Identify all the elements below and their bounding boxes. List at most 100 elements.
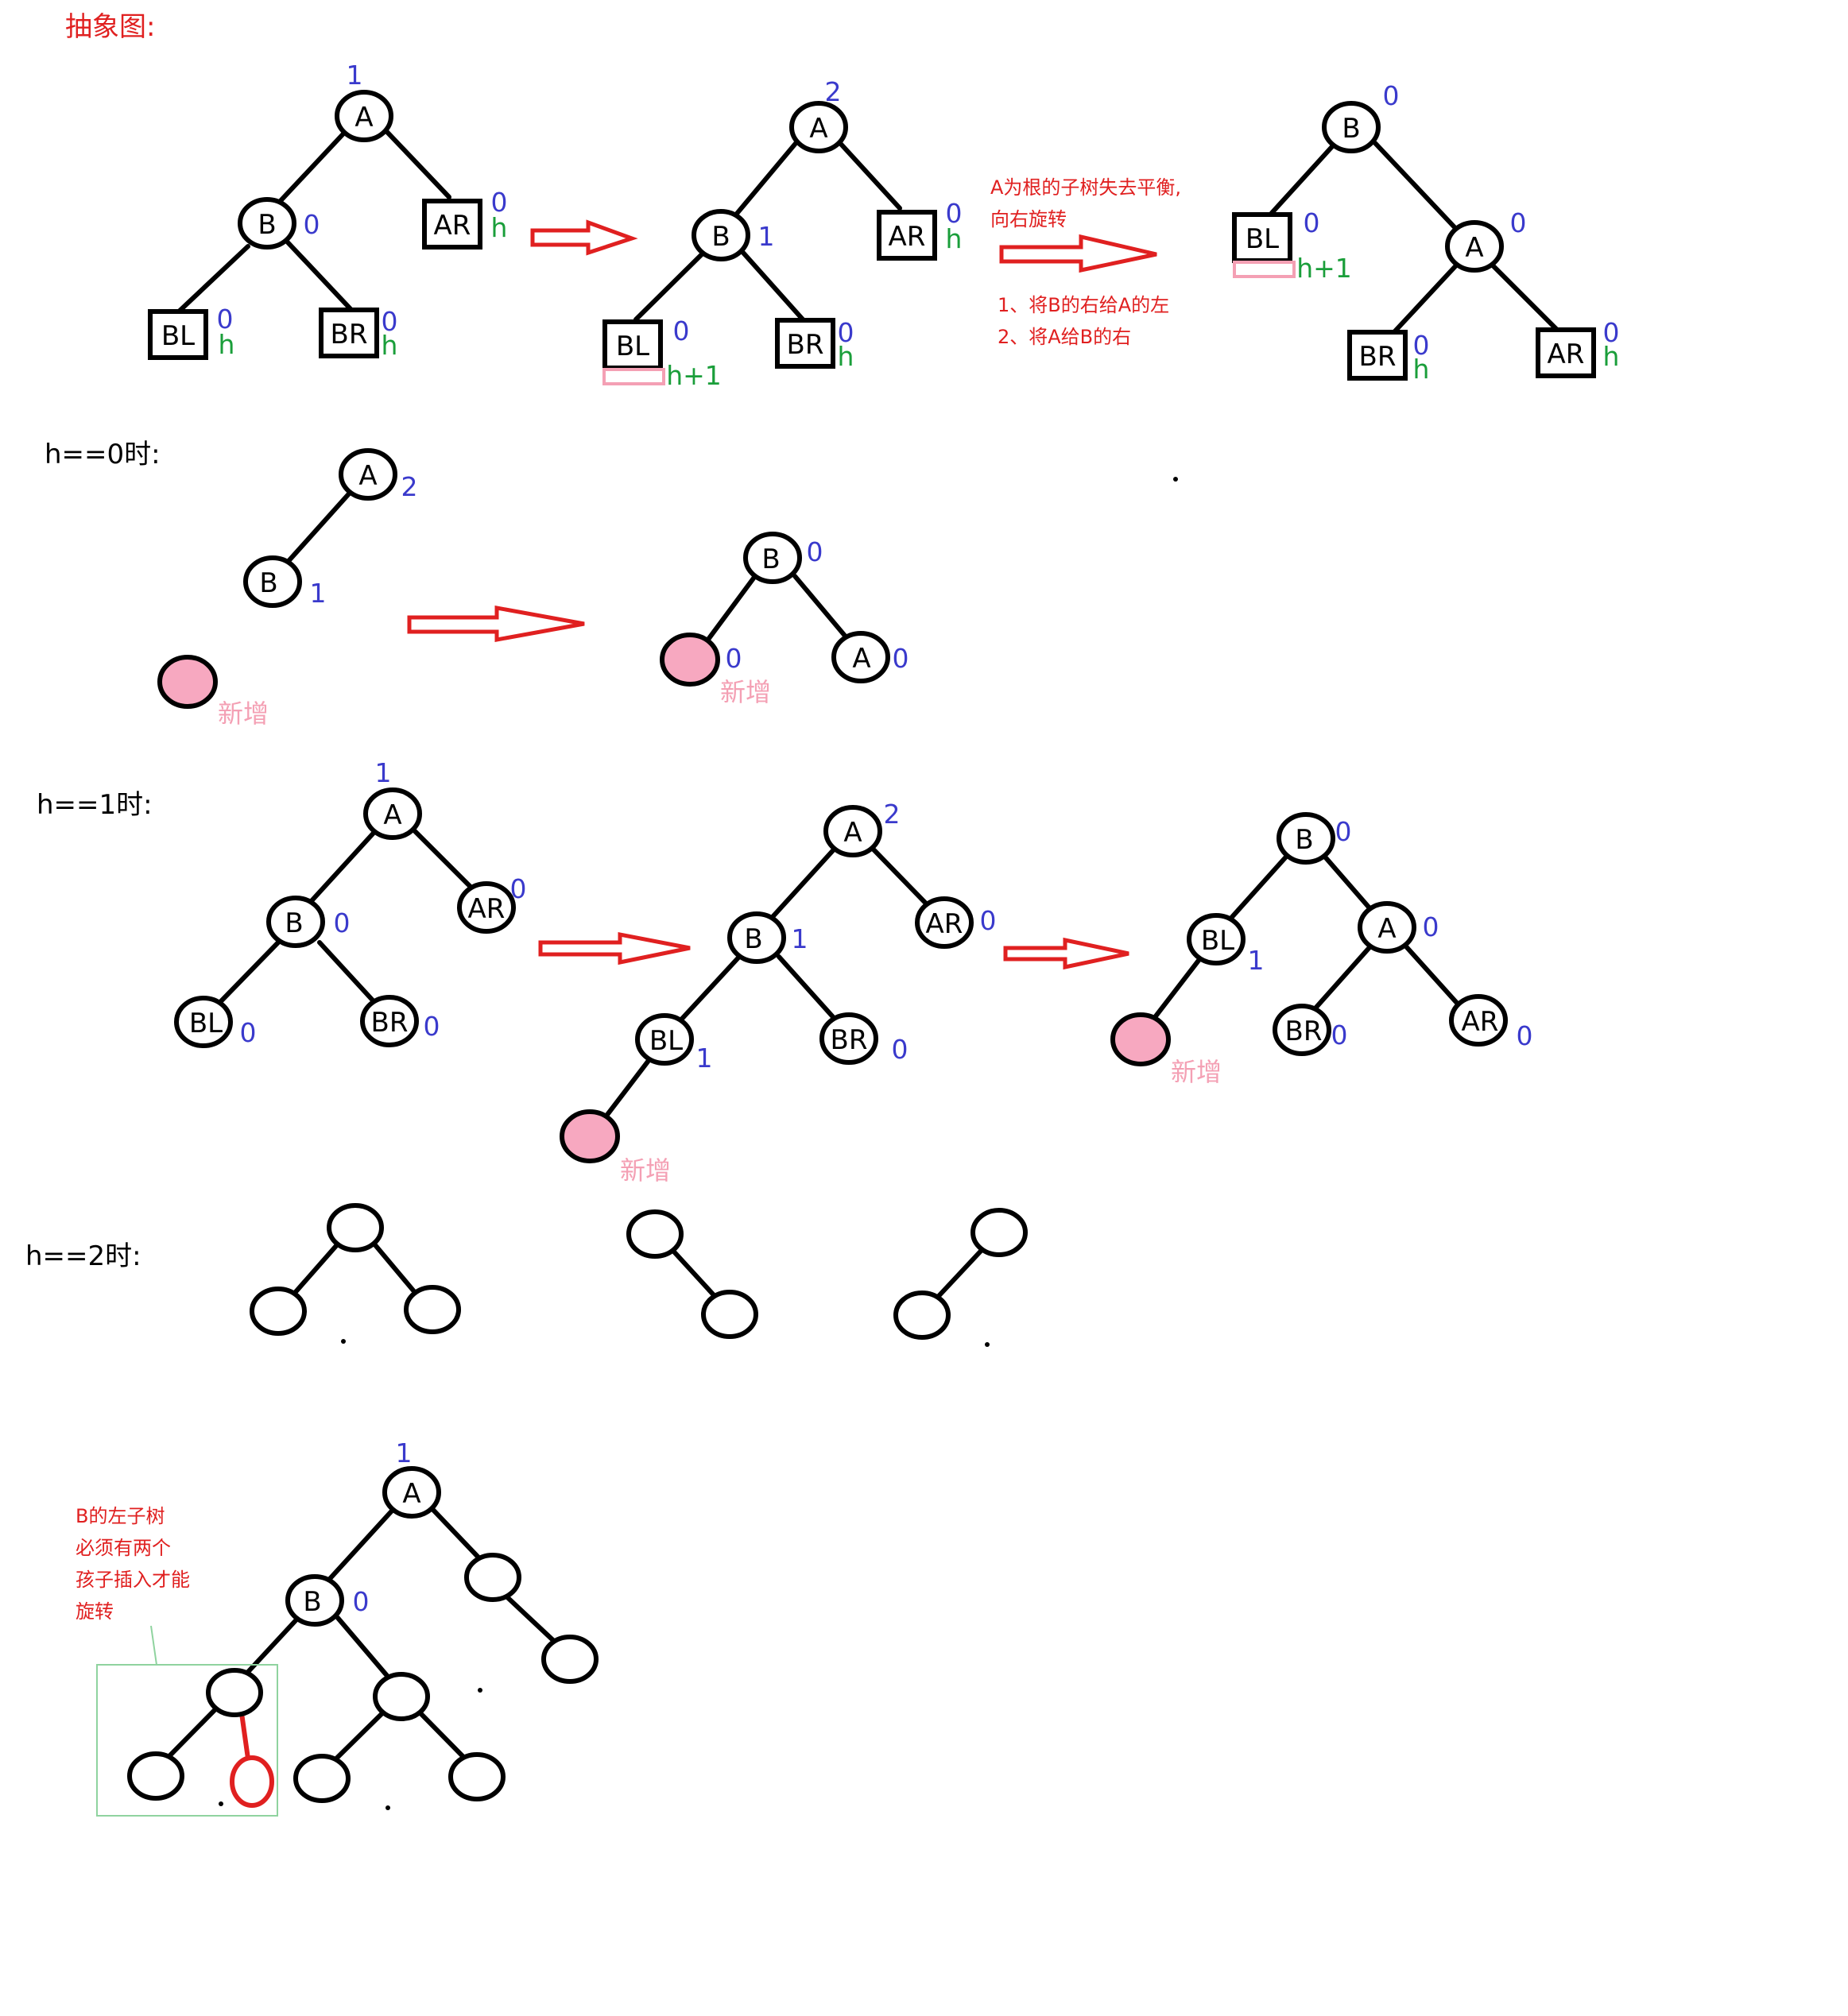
edge-bl-new xyxy=(602,1056,653,1121)
node-b-label: B xyxy=(744,923,762,955)
node-bl xyxy=(206,1668,263,1717)
tree-node xyxy=(404,1285,461,1334)
subtree-br-h: h xyxy=(1413,354,1430,385)
node-b-label: B xyxy=(285,907,303,939)
new-node xyxy=(157,655,218,709)
subtree-br-label: BR xyxy=(787,329,824,361)
node-b xyxy=(1322,101,1381,153)
node-a xyxy=(831,631,890,683)
node-b-bf: 0 xyxy=(1335,816,1352,847)
subtree-br-bf: 0 xyxy=(382,306,398,337)
node-a-bf: 1 xyxy=(396,1438,413,1468)
node-ar-label: AR xyxy=(1462,1006,1499,1038)
node-b-bf: 1 xyxy=(310,578,327,609)
node-br-bf: 0 xyxy=(424,1011,440,1042)
node-br-left xyxy=(293,1754,351,1803)
node-b-label: B xyxy=(258,209,276,241)
node-b-label: B xyxy=(761,544,780,575)
node-a xyxy=(1445,220,1504,273)
edge-a-ar xyxy=(413,829,473,889)
subtree-br-h: h xyxy=(838,341,854,372)
node-a-label: A xyxy=(843,817,862,849)
stray-dot xyxy=(985,1342,990,1347)
node-b-bf: 0 xyxy=(353,1586,370,1617)
edge-bl-left xyxy=(165,1706,219,1761)
node-b xyxy=(285,1574,344,1627)
subtree-br-label: BR xyxy=(1359,341,1397,373)
edge-b-bl xyxy=(633,250,706,322)
node-a-bf: 0 xyxy=(893,643,909,674)
new-node-bf: 0 xyxy=(726,643,742,674)
edge-bl-right-new xyxy=(239,1711,250,1761)
node-ar-label: AR xyxy=(468,893,506,925)
h2-big-tree: A 1 B 0 xyxy=(127,1438,599,1810)
edge-b-bl xyxy=(1230,853,1290,919)
node-br-bf: 0 xyxy=(1331,1020,1348,1051)
section-h0-label: h==0时: xyxy=(45,439,161,470)
node-b xyxy=(238,197,296,250)
node-br xyxy=(360,995,419,1047)
node-br-label: BR xyxy=(371,1007,409,1039)
node-a xyxy=(363,787,422,840)
rotation-step-1: 1、将B的右给A的左 xyxy=(998,294,1169,316)
edge-b-right xyxy=(335,1616,390,1679)
node-b xyxy=(727,911,786,964)
node-b xyxy=(743,532,802,584)
h2-shape-right xyxy=(626,1209,758,1339)
imbalance-note-line2: 向右旋转 xyxy=(990,208,1067,230)
node-b-bf: 1 xyxy=(792,923,808,954)
note-highlight-box xyxy=(96,1664,278,1817)
new-node xyxy=(560,1109,620,1163)
abstract-tree-before: A 1 B 0 AR 0 h BL 0 h BR 0 h xyxy=(148,60,508,361)
node-ar xyxy=(464,1553,521,1602)
subtree-ar-label: AR xyxy=(434,210,471,242)
subtree-bl-h: h+1 xyxy=(666,360,722,391)
edge-b-bl xyxy=(219,940,281,1004)
edge-b-a xyxy=(1321,853,1373,912)
edge-br-left xyxy=(331,1710,385,1763)
node-br xyxy=(819,1012,878,1065)
h2-note-line2: 必须有两个 xyxy=(76,1537,171,1559)
edge-b-new xyxy=(705,574,757,643)
node-bl-label: BL xyxy=(1201,925,1234,957)
edge-b-a xyxy=(1373,141,1457,230)
node-a-label: A xyxy=(1465,232,1483,264)
node-br-right xyxy=(448,1752,506,1801)
rotation-step-2: 2、将A给B的右 xyxy=(998,326,1131,348)
h1-tree-after-insert: A 2 B 1 AR 0 BL 1 BR 0 新增 xyxy=(560,799,997,1186)
arrow-h1-1 xyxy=(538,931,691,965)
note-connector xyxy=(150,1625,157,1666)
subtree-ar-label: AR xyxy=(889,221,926,253)
subtree-br xyxy=(775,318,835,369)
edge-b-bl xyxy=(176,244,250,314)
subtree-bl-bf: 0 xyxy=(1304,207,1320,238)
subtree-ar-label: AR xyxy=(1548,339,1585,370)
edge-a-ar xyxy=(429,1506,482,1561)
node-br xyxy=(373,1672,430,1721)
tree-node xyxy=(893,1290,951,1340)
edge-a-ar xyxy=(870,846,931,908)
edge-b-br xyxy=(777,954,837,1021)
edge-left xyxy=(936,1245,986,1299)
node-b-label: B xyxy=(1342,113,1360,145)
node-ar-bf: 0 xyxy=(510,873,527,904)
tree-node xyxy=(626,1209,684,1259)
edge-left xyxy=(292,1239,343,1296)
node-br-label: BR xyxy=(831,1024,868,1056)
node-a xyxy=(1358,901,1416,954)
new-node xyxy=(660,633,720,687)
h0-tree-after: B 0 0 新增 A 0 xyxy=(660,532,909,707)
h2-shape-left xyxy=(893,1208,1028,1347)
subtree-bl-h: h+1 xyxy=(1296,253,1352,284)
tree-node xyxy=(701,1290,758,1339)
node-ar-child xyxy=(541,1635,599,1684)
stray-dot xyxy=(478,1688,482,1693)
node-b-bf: 0 xyxy=(1383,80,1400,111)
node-b-bf: 0 xyxy=(807,536,823,567)
subtree-bl-label: BL xyxy=(1246,223,1279,255)
node-bl xyxy=(174,996,233,1048)
node-b-bf: 0 xyxy=(304,209,320,240)
node-bl-label: BL xyxy=(189,1008,223,1039)
subtree-br-bf: 0 xyxy=(1413,330,1430,361)
